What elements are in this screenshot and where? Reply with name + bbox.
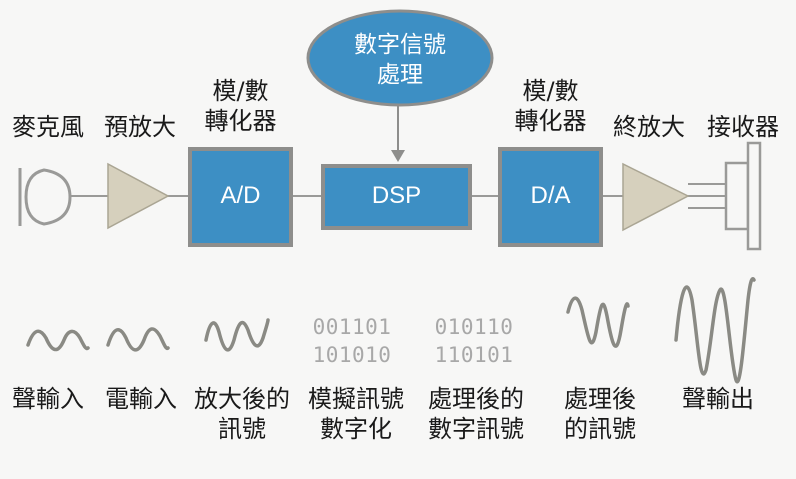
binary-right-line2: 110101 bbox=[434, 343, 514, 367]
label-digitized-line1: 模擬訊號 bbox=[308, 385, 404, 413]
processed-signal-wave bbox=[566, 296, 630, 348]
dsp-block bbox=[321, 164, 472, 230]
label-preamp: 預放大 bbox=[104, 113, 176, 141]
label-processed-digital: 處理後的 數字訊號 bbox=[418, 384, 534, 444]
sound-output-wave bbox=[674, 277, 756, 384]
binary-processed: 010110 110101 bbox=[418, 313, 530, 369]
down-arrow-icon bbox=[391, 106, 405, 162]
amplified-wave bbox=[204, 318, 270, 352]
ad-block bbox=[188, 147, 293, 247]
dsp-block-label: DSP bbox=[371, 182, 422, 209]
label-electric-input: 電輸入 bbox=[105, 385, 177, 413]
label-receiver: 接收器 bbox=[707, 113, 779, 141]
label-digitized-signal: 模擬訊號 數字化 bbox=[298, 384, 414, 444]
binary-right-line1: 010110 bbox=[434, 315, 514, 339]
label-amplified-signal: 放大後的 訊號 bbox=[186, 384, 298, 444]
label-processed-signal-line2: 的訊號 bbox=[564, 415, 636, 443]
label-processed-signal-line1: 處理後 bbox=[564, 385, 636, 413]
sound-input-wave bbox=[26, 329, 90, 352]
preamp-triangle-icon bbox=[107, 162, 170, 230]
label-dsp-processing: 數字信號 處理 bbox=[330, 30, 470, 90]
label-processed-digital-line2: 數字訊號 bbox=[428, 415, 524, 443]
label-sound-input: 聲輸入 bbox=[12, 385, 84, 413]
da-block bbox=[498, 147, 603, 247]
label-amplified-line1: 放大後的 bbox=[194, 385, 290, 413]
binary-digitized: 001101 101010 bbox=[296, 313, 408, 369]
dsp-processing-ellipse bbox=[306, 9, 494, 107]
receiver-speaker-icon bbox=[688, 141, 762, 251]
binary-left-line1: 001101 bbox=[312, 315, 392, 339]
da-block-label: D/A bbox=[530, 182, 571, 209]
final-amp-triangle-icon bbox=[622, 162, 690, 232]
label-digitized-line2: 數字化 bbox=[320, 415, 392, 443]
label-final-amp: 終放大 bbox=[613, 113, 685, 141]
microphone-icon bbox=[18, 168, 72, 226]
label-amplified-line2: 訊號 bbox=[218, 415, 266, 443]
label-ad-line1: 模/數 bbox=[212, 77, 269, 105]
label-da-converter: 模/數 轉化器 bbox=[500, 76, 601, 136]
label-da-line1: 模/數 bbox=[522, 77, 579, 105]
label-dsp-line1: 數字信號 bbox=[354, 32, 446, 58]
ad-block-label: A/D bbox=[220, 182, 261, 209]
label-microphone: 麥克風 bbox=[12, 113, 84, 141]
label-ad-line2: 轉化器 bbox=[204, 107, 277, 135]
label-ad-converter: 模/數 轉化器 bbox=[190, 76, 291, 136]
label-da-line2: 轉化器 bbox=[514, 107, 587, 135]
binary-left-line2: 101010 bbox=[312, 343, 392, 367]
label-sound-output: 聲輸出 bbox=[682, 385, 754, 413]
label-processed-signal: 處理後 的訊號 bbox=[550, 384, 650, 444]
label-dsp-line2: 處理 bbox=[377, 62, 423, 88]
electric-input-wave bbox=[106, 327, 170, 352]
label-processed-digital-line1: 處理後的 bbox=[428, 385, 524, 413]
